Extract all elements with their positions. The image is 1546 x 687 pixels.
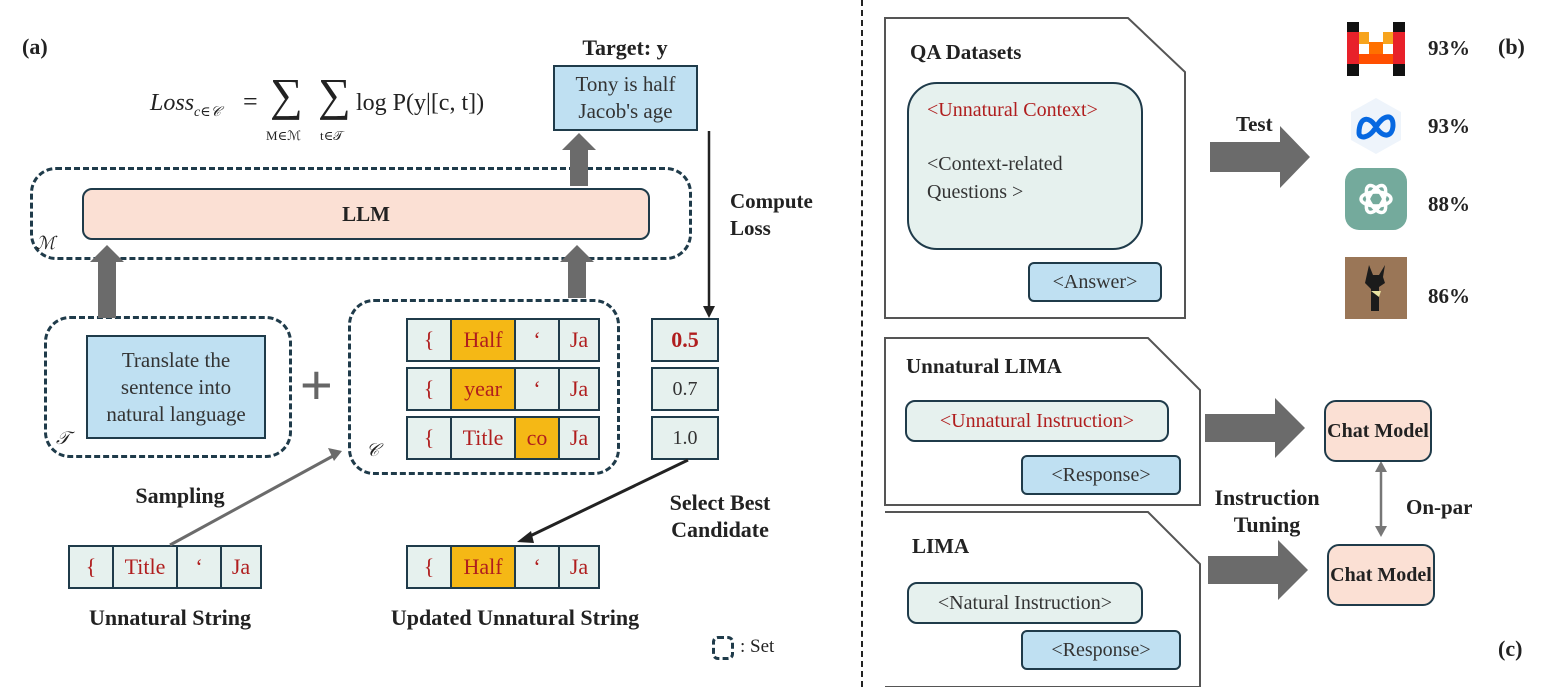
candidate-token: Title: [450, 416, 516, 460]
unnatural-context-text: <Unnatural Context>: [927, 99, 1098, 121]
candidate-token: Half: [450, 318, 516, 362]
updated-token: Ja: [558, 545, 600, 589]
up-arrows: [90, 133, 596, 318]
sampling-label: Sampling: [135, 483, 225, 508]
loss-lhs: Loss: [150, 90, 195, 116]
candidate-token: Ja: [558, 318, 600, 362]
lima-title: LIMA: [912, 534, 970, 558]
instruction-set-box: [44, 316, 292, 458]
unnatural-token: Title: [112, 545, 178, 589]
panel-divider: [861, 0, 863, 687]
candidate-set-symbol: 𝒞: [366, 440, 380, 460]
qa-card-title: QA Datasets: [910, 40, 1022, 64]
loss-value: 0.5: [651, 318, 719, 362]
unnatural-instruction-pill: <Unnatural Instruction>: [905, 400, 1169, 442]
candidate-token: ‘: [514, 318, 560, 362]
mistral-icon: [1345, 18, 1407, 80]
model-score: 93%: [1428, 114, 1470, 138]
chat-model-unnatural: Chat Model: [1324, 400, 1432, 462]
model-set-symbol: ℳ: [36, 233, 56, 253]
on-par-label: On-par: [1406, 495, 1473, 519]
plus-sign: +: [300, 353, 333, 416]
test-label: Test: [1236, 112, 1273, 136]
model-set-box: [30, 167, 692, 260]
answer-pill: <Answer>: [1028, 262, 1162, 302]
updated-string-label: Updated Unnatural String: [390, 605, 640, 630]
unnatural-token: ‘: [176, 545, 222, 589]
response-pill: <Response>: [1021, 455, 1181, 495]
llm-box: LLM: [82, 188, 650, 240]
unnatural-lima-title: Unnatural LIMA: [906, 354, 1062, 378]
model-score: 93%: [1428, 36, 1470, 60]
chat-model-lima: Chat Model: [1327, 544, 1435, 606]
openai-icon: [1345, 168, 1407, 230]
updated-token: {: [406, 545, 452, 589]
set-legend-text: : Set: [740, 636, 775, 657]
model-score: 86%: [1428, 284, 1470, 308]
instruction-tuning-label: Instruction Tuning: [1214, 485, 1320, 537]
loss-value: 1.0: [651, 416, 719, 460]
loss-value: 0.7: [651, 367, 719, 411]
vicuna-icon: [1345, 257, 1407, 319]
instruction-set-symbol: 𝒯: [56, 428, 70, 448]
sum-m-subscript: M∈ℳ: [266, 128, 302, 143]
panel-a-label: (a): [22, 34, 48, 59]
sum-t-symbol: ∑: [318, 69, 351, 120]
response-pill-lima: <Response>: [1021, 630, 1181, 670]
candidate-token: Ja: [558, 416, 600, 460]
target-label: Target: y: [582, 35, 668, 60]
loss-lhs-sub: c∈𝒞: [194, 104, 221, 120]
unnatural-token: {: [68, 545, 114, 589]
equals-sign: =: [243, 87, 258, 116]
panel-b-label: (b): [1498, 34, 1525, 59]
meta-icon: [1345, 95, 1407, 157]
updated-token: ‘: [514, 545, 560, 589]
sum-t-subscript: t∈𝒯: [320, 128, 344, 143]
target-box: Tony is half Jacob's age: [553, 65, 698, 131]
natural-instruction-pill: <Natural Instruction>: [907, 582, 1143, 624]
context-questions-text: <Context-related Questions >: [927, 153, 1063, 203]
panel-c-label: (c): [1498, 636, 1523, 661]
qa-context-box: <Unnatural Context> <Context-related Que…: [907, 82, 1143, 250]
loss-rhs: log P(y|[c, t]): [356, 90, 485, 116]
candidate-token: Ja: [558, 367, 600, 411]
unnatural-token: Ja: [220, 545, 262, 589]
unnatural-string-label: Unnatural String: [89, 605, 251, 630]
set-legend-icon: [712, 636, 734, 660]
select-best-label: Select Best Candidate: [669, 490, 771, 542]
model-score: 88%: [1428, 192, 1470, 216]
sum-m-symbol: ∑: [270, 69, 303, 120]
instruction-box: Translate the sentence into natural lang…: [86, 335, 266, 439]
right-arrows: [1205, 126, 1310, 600]
compute-loss-label: Compute Loss: [730, 189, 813, 240]
candidate-set-box: [348, 299, 620, 475]
candidate-token: {: [406, 367, 452, 411]
loss-formula: Lossc∈𝒞: [150, 90, 221, 121]
